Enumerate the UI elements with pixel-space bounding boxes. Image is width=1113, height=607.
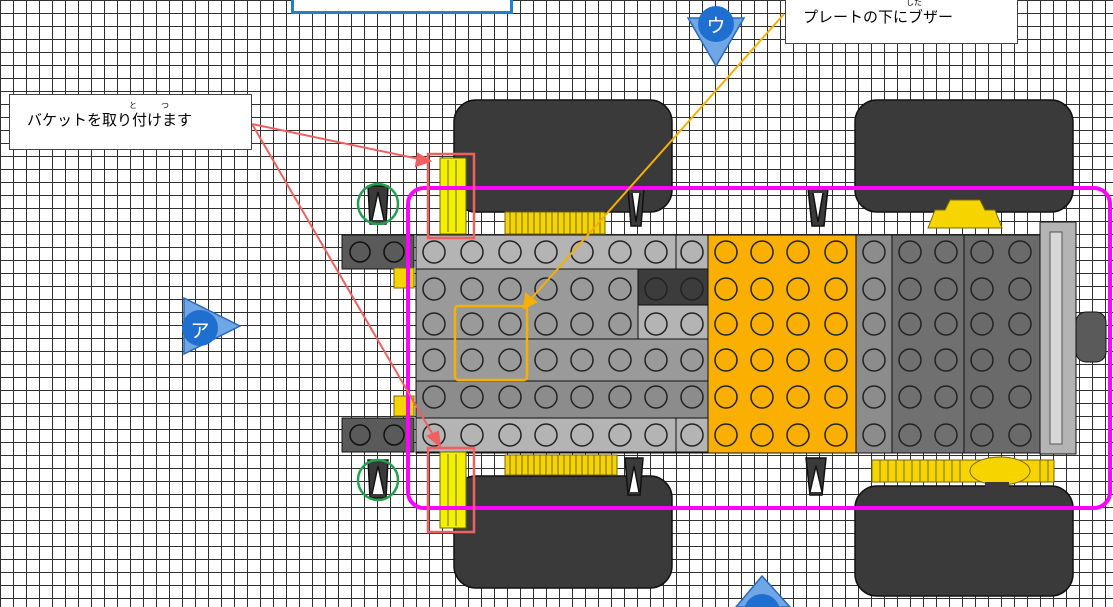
marker-a [182, 296, 242, 356]
orange-plate-studs [714, 240, 848, 447]
axle-clip-top-rear [807, 187, 829, 227]
tire-rear-right [854, 485, 1074, 597]
arm-bottom [341, 417, 415, 453]
highlight-chassis [406, 186, 1112, 510]
axle-clip-left-bottom [367, 459, 389, 499]
highlight-buzzer [453, 304, 529, 382]
marker-u-label: ウ [706, 15, 726, 37]
axle-clip-bottom-front [624, 457, 644, 496]
highlight-clip-top [356, 182, 400, 226]
axle-clip-left-top [367, 185, 389, 225]
marker-a-label: ア [190, 320, 210, 342]
axle-clip-bottom-rear [805, 457, 827, 496]
title-box [291, 0, 513, 14]
body-studs-front [422, 240, 704, 447]
pointer-bucket [251, 123, 442, 449]
body-gray-front [415, 234, 709, 454]
ruby-shita: した [906, 0, 922, 7]
callout-bucket: と つ バケットを取り付けます [9, 94, 252, 150]
callout-buzzer-text: プレートの下にブザー [803, 8, 954, 26]
marker-bottom [735, 574, 792, 607]
marker-u [686, 6, 746, 68]
gear-bottom-rear [871, 456, 1055, 494]
rear-plate-studs [862, 240, 1032, 447]
gear-bottom-front [504, 454, 618, 476]
axle-clip-top-front [627, 187, 645, 227]
orange-plate [707, 234, 857, 454]
pointer-buzzer [522, 13, 785, 310]
callout-buzzer: した プレートの下にブザー [785, 0, 1018, 44]
callout-bucket-text: バケットを取り付けます [27, 111, 193, 129]
ruby-to: と [129, 101, 137, 110]
ruby-tsu: つ [161, 101, 169, 110]
tire-rear-left [854, 99, 1074, 213]
bucket-mount-top [439, 157, 467, 235]
highlight-clip-bottom [356, 458, 400, 502]
bucket-mount-bottom [439, 451, 467, 529]
gear-top-front [504, 211, 606, 235]
arm-top [341, 234, 415, 270]
highlight-bucket-bottom [426, 446, 476, 534]
highlight-bucket-top [426, 152, 476, 240]
gear-top-rear [927, 199, 1003, 229]
